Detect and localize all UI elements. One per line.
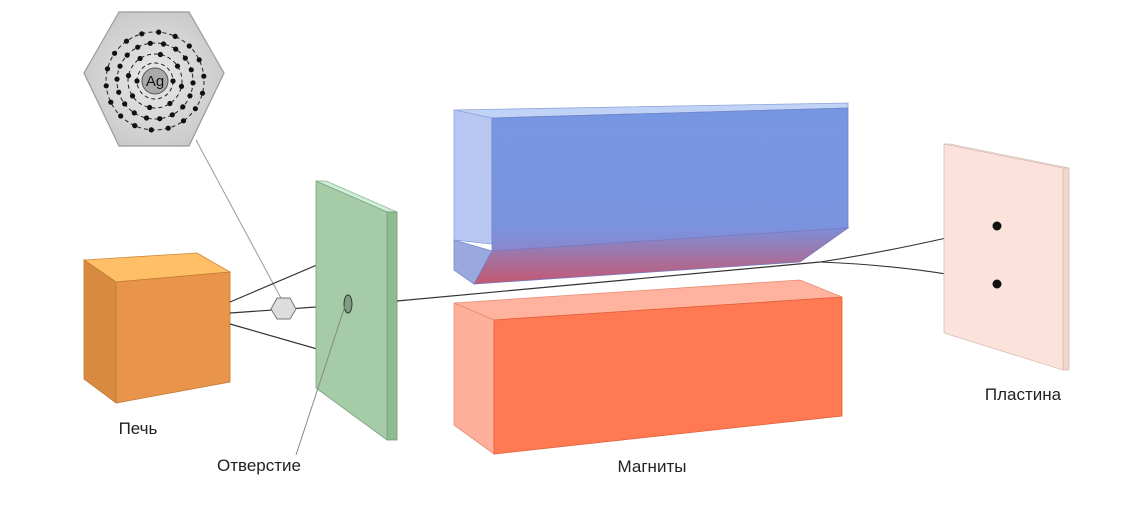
aperture-plate-face xyxy=(315,180,388,441)
magnet-bottom-left-face xyxy=(453,302,495,455)
electron xyxy=(199,90,206,96)
inset-connector-line xyxy=(195,139,283,301)
atom-symbol: Ag xyxy=(146,73,164,90)
atom-nucleus xyxy=(141,67,169,95)
electron xyxy=(182,55,188,61)
electron xyxy=(170,78,176,84)
electron xyxy=(169,112,175,118)
electron xyxy=(147,104,153,111)
electron xyxy=(123,38,130,44)
electron xyxy=(137,55,143,62)
magnet-bottom xyxy=(453,279,843,455)
electron xyxy=(192,106,198,112)
electron xyxy=(103,83,109,89)
electron xyxy=(157,51,163,58)
electron xyxy=(117,63,123,69)
magnet-bottom-front-face xyxy=(493,296,843,455)
electron xyxy=(139,31,145,37)
oven-side-face xyxy=(115,271,231,404)
target-plate-side-edge xyxy=(1062,167,1070,371)
magnet-top xyxy=(453,102,850,285)
magnet-top-front-face xyxy=(491,107,849,252)
electron xyxy=(180,118,187,124)
electron xyxy=(104,66,111,72)
electron xyxy=(131,110,137,116)
aperture-label-connector xyxy=(295,305,346,456)
electron xyxy=(132,123,138,129)
electron xyxy=(147,40,153,46)
electron xyxy=(148,127,154,133)
electron xyxy=(134,78,140,84)
electron xyxy=(186,43,192,49)
electron xyxy=(196,57,202,63)
electron xyxy=(160,41,167,47)
electron xyxy=(201,73,207,79)
target-plate xyxy=(943,143,1070,371)
electron xyxy=(143,115,150,121)
electron xyxy=(122,101,128,107)
electron xyxy=(190,80,196,86)
electron xyxy=(165,125,171,131)
impact-spot-lower xyxy=(992,279,1002,289)
electron xyxy=(124,52,130,58)
magnet-top-left-face xyxy=(453,109,493,245)
electron xyxy=(178,83,185,89)
electron xyxy=(174,63,181,69)
beam-atom-hexagon-icon xyxy=(270,297,297,320)
electron xyxy=(188,67,194,73)
electron xyxy=(112,50,118,56)
electron xyxy=(135,44,141,50)
electron xyxy=(167,100,173,107)
oven-cube xyxy=(82,252,232,404)
electron xyxy=(157,116,163,122)
electrons xyxy=(103,29,207,133)
oven-label: Печь xyxy=(119,419,158,438)
electron xyxy=(156,29,162,35)
target-plate-face xyxy=(943,143,1064,371)
electron xyxy=(108,99,114,105)
electron xyxy=(116,89,122,95)
silver-atom-inset: Ag xyxy=(83,11,225,147)
aperture-plate-side-edge xyxy=(386,211,398,441)
electron xyxy=(187,93,193,99)
plate-label: Пластина xyxy=(985,385,1062,404)
collimated-beam xyxy=(396,261,821,302)
electron-shell-4 xyxy=(105,31,205,131)
impact-spot-upper xyxy=(992,221,1002,231)
aperture-hole xyxy=(343,294,353,314)
electron xyxy=(118,113,124,119)
electron xyxy=(173,46,179,52)
electron xyxy=(125,73,132,79)
electron xyxy=(180,104,186,110)
magnet-top-underside-wedge xyxy=(473,227,850,285)
electron xyxy=(129,93,136,99)
electron xyxy=(114,76,120,82)
electron xyxy=(172,33,178,40)
aperture-plate xyxy=(315,180,398,441)
magnets-label: Магниты xyxy=(618,457,687,476)
oven-front-face xyxy=(83,259,117,404)
electron-shell-2 xyxy=(127,53,183,109)
aperture-label: Отверстие xyxy=(217,456,301,475)
